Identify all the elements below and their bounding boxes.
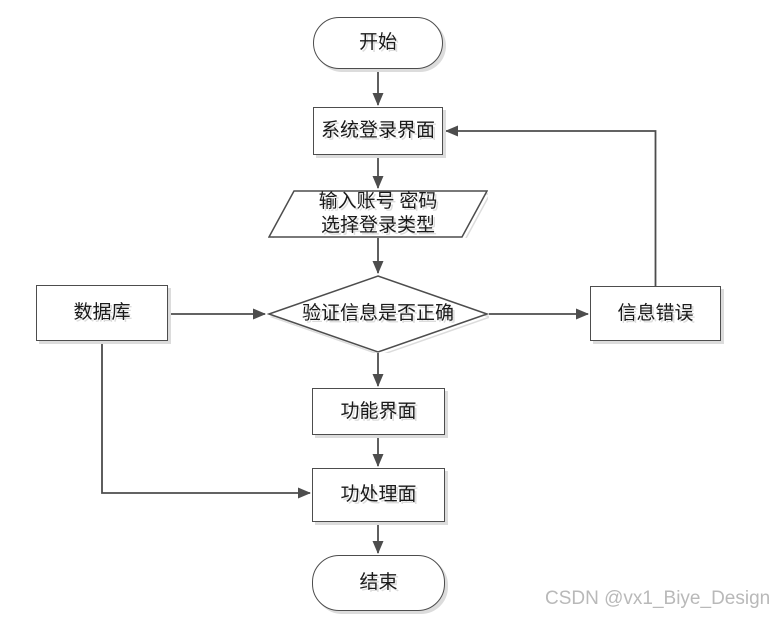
database-label: 数据库	[73, 302, 131, 324]
verify-decision-label: 验证信息是否正确	[301, 303, 454, 325]
start-node: 开始	[313, 17, 443, 69]
input-label-line2: 选择登录类型	[320, 215, 435, 236]
login-screen-label: 系统登录界面	[320, 120, 435, 142]
diamond-shape	[267, 275, 489, 353]
end-label: 结束	[359, 572, 398, 594]
input-credentials-label: 输入账号 密码 选择登录类型	[319, 190, 438, 238]
process-screen-label: 功处理面	[340, 484, 417, 506]
input-label-line1: 输入账号 密码	[318, 191, 438, 213]
info-error-node: 信息错误	[590, 286, 721, 341]
function-screen-label: 功能界面	[340, 400, 417, 422]
parallelogram-shape	[268, 190, 488, 238]
login-screen-node: 系统登录界面	[313, 107, 443, 155]
process-screen-node: 功处理面	[312, 468, 445, 522]
start-label: 开始	[358, 32, 397, 54]
arrow-database-to-process	[101, 341, 311, 499]
database-node: 数据库	[36, 285, 168, 341]
end-node: 结束	[312, 555, 445, 611]
function-screen-node: 功能界面	[312, 388, 445, 435]
verify-decision-node: 验证信息是否正确	[267, 275, 489, 353]
input-credentials-node: 输入账号 密码 选择登录类型	[268, 190, 488, 238]
arrow-error-to-login	[445, 125, 657, 286]
info-error-label: 信息错误	[617, 302, 694, 324]
csdn-watermark: CSDN @vx1_Biye_Design	[545, 588, 771, 609]
